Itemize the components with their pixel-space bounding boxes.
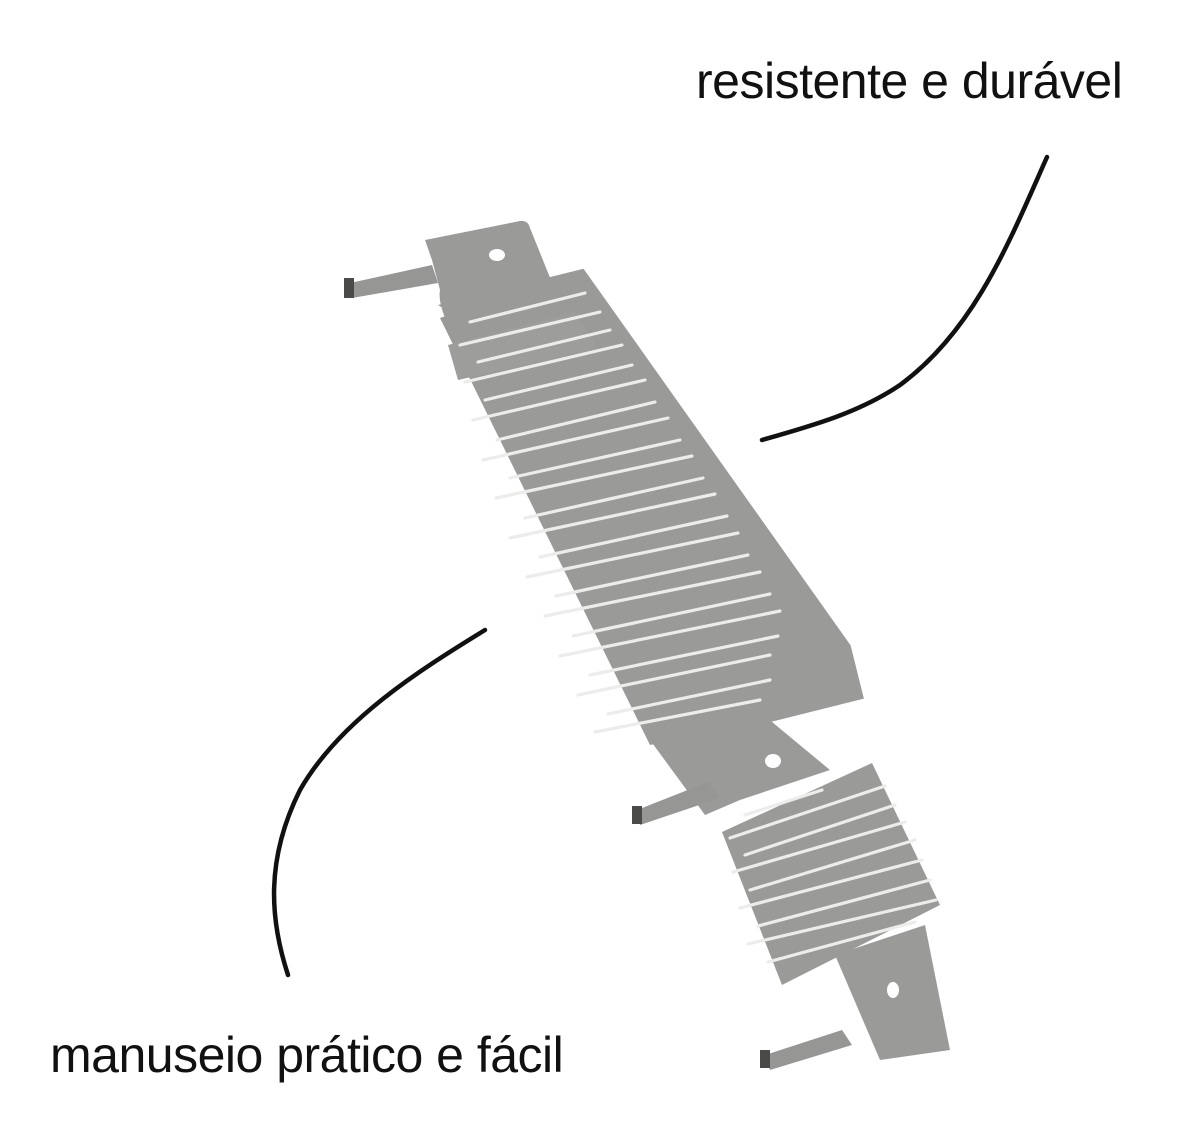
top-terminal <box>350 265 438 298</box>
small-fin-array <box>722 763 940 985</box>
main-fin-slots <box>458 291 782 734</box>
middle-terminal <box>637 782 720 825</box>
leader-line-top <box>759 154 1050 443</box>
bottom-mounting-tab <box>760 925 950 1070</box>
caption-durability: resistente e durável <box>696 53 1123 109</box>
mounting-hole-icon <box>765 754 781 768</box>
mounting-hole-icon <box>887 982 899 998</box>
bottom-terminal <box>765 1030 852 1070</box>
caption-handling: manuseio prático e fácil <box>50 1027 564 1083</box>
middle-mounting-tab <box>632 712 830 825</box>
leader-line-bottom <box>271 627 488 978</box>
mounting-hole-icon <box>489 249 505 261</box>
